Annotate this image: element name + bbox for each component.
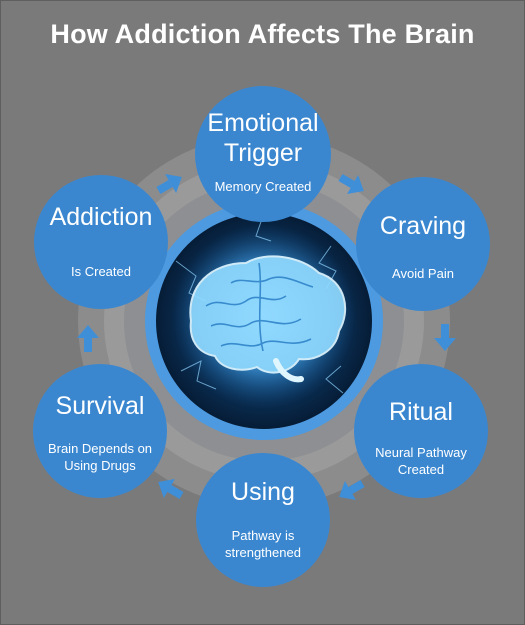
arrow-icon (338, 174, 364, 195)
node-using: Using Pathway is strengthened (196, 453, 330, 587)
node-survival: Survival Brain Depends on Using Drugs (33, 364, 167, 498)
node-addiction: Addiction Is Created (34, 175, 168, 309)
node-title: Addiction (49, 203, 153, 231)
node-title: Emotional (207, 109, 319, 137)
page-title: How Addiction Affects The Brain (50, 19, 475, 49)
node-subtitle: Using Drugs (64, 458, 136, 473)
node-title: Ritual (389, 398, 453, 426)
node-title: Survival (55, 392, 145, 420)
node-subtitle: Neural Pathway (375, 445, 467, 460)
node-title: Using (231, 478, 295, 506)
arrow-icon (434, 324, 456, 351)
node-emotional-trigger: Emotional Trigger Memory Created (195, 86, 331, 222)
node-subtitle: Brain Depends on (47, 441, 153, 456)
node-subtitle: Pathway is (231, 528, 295, 543)
node-subtitle: Is Created (71, 264, 131, 279)
node-title: Craving (379, 212, 467, 240)
node-subtitle: Memory Created (214, 179, 312, 194)
node-subtitle: Created (397, 462, 445, 477)
arrow-icons (77, 173, 456, 501)
node-craving: Craving Avoid Pain (356, 177, 490, 311)
brain-image (156, 213, 372, 429)
node-subtitle: Avoid Pain (392, 266, 454, 281)
node-title: Trigger (223, 139, 303, 167)
arrow-icon (339, 480, 365, 501)
arrow-icon (158, 478, 184, 499)
node-subtitle: strengthened (225, 545, 301, 560)
node-ritual: Ritual Neural Pathway Created (354, 364, 488, 498)
arrow-icon (77, 325, 99, 352)
arrow-icon (156, 173, 182, 194)
